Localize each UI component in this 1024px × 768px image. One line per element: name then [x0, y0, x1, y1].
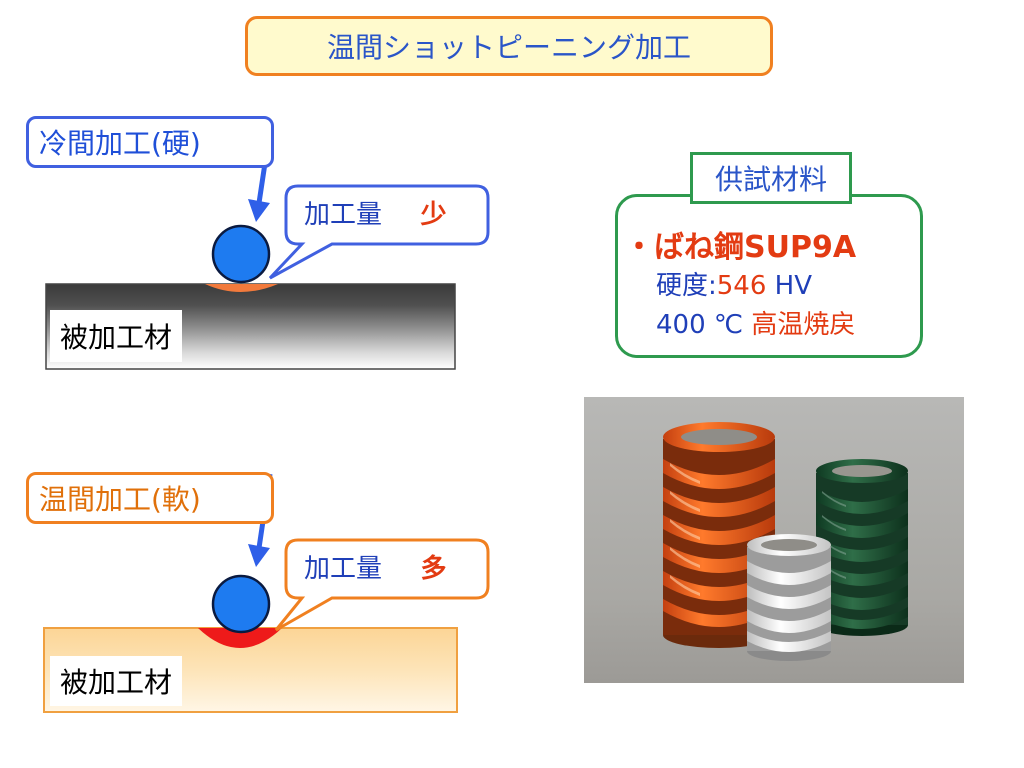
warm-workpiece-label: 被加工材: [50, 656, 183, 706]
warm-callout-bubble: [274, 538, 490, 632]
cold-deformation-zone: [205, 284, 278, 292]
page-title: 温間ショットピーニング加工: [245, 16, 773, 76]
spec-panel: [615, 194, 923, 358]
warm-amount-text: 加工量 多: [304, 548, 447, 585]
spec-header: 供試材料: [690, 152, 852, 204]
spec-hardness: 硬度:546 HV: [656, 265, 812, 302]
cold-process-label: 冷間加工(硬): [26, 116, 274, 168]
cold-amount-text: 加工量 少: [304, 194, 447, 231]
warm-process-label: 温間加工(軟): [26, 472, 274, 524]
spec-hardness-value: 546: [716, 271, 767, 301]
spec-temper-label: 高温焼戻: [751, 310, 856, 340]
warm-deformation-zone: [198, 628, 282, 648]
green-spring: [816, 459, 908, 636]
spec-hardness-unit: HV: [766, 271, 813, 301]
cold-amount-label: 加工量: [304, 200, 383, 230]
warm-shot-ball: [211, 574, 271, 634]
warm-amount-value: 多: [420, 554, 447, 584]
cold-amount-value: 少: [420, 200, 447, 230]
cold-workpiece-label: 被加工材: [50, 310, 183, 362]
spec-hardness-label: 硬度:: [656, 271, 717, 301]
white-spring: [747, 534, 831, 661]
warm-amount-label: 加工量: [304, 554, 383, 584]
springs-photo: [584, 397, 964, 683]
cold-arrow-head: [248, 199, 270, 222]
spec-temper-temp: 400 ℃: [656, 310, 752, 340]
cold-callout-bubble: [268, 184, 490, 280]
cold-shot-ball: [211, 224, 271, 284]
warm-arrow-head: [248, 544, 270, 567]
spec-tempering: 400 ℃ 高温焼戻: [656, 304, 855, 341]
spec-material: ・ばね鋼SUP9A: [624, 230, 857, 265]
